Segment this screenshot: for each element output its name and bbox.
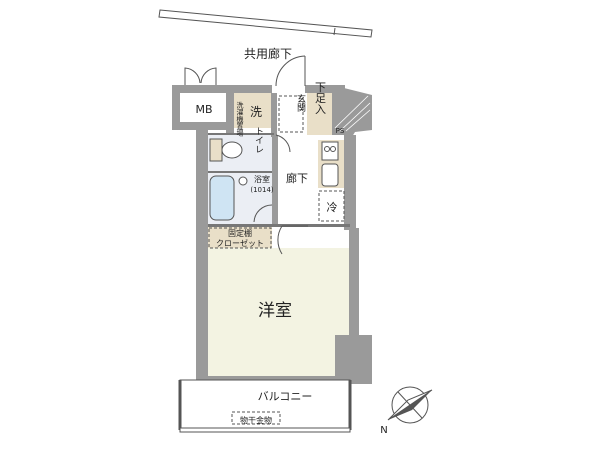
washer-space-label: 洗濯機置場 bbox=[236, 101, 244, 138]
shoe-box-floor bbox=[307, 93, 332, 135]
shoe-box-label: 下足入 bbox=[314, 82, 327, 115]
laundry-hardware-label: 物干金物 bbox=[240, 415, 272, 425]
toilet-door bbox=[275, 134, 291, 153]
fridge-space bbox=[318, 190, 345, 222]
mb-doors bbox=[184, 67, 217, 85]
hallway-label: 廊下 bbox=[286, 171, 308, 185]
room-door bbox=[277, 225, 308, 255]
toilet-fixture bbox=[209, 138, 243, 162]
compass-icon bbox=[387, 386, 433, 424]
wash-label: 洗 bbox=[250, 105, 262, 119]
wall-hatch bbox=[334, 95, 371, 132]
western-room-floor bbox=[207, 248, 350, 378]
shared-corridor-edge bbox=[158, 9, 373, 38]
bath-label: 浴室 bbox=[254, 174, 270, 184]
toilet-label: トイレ bbox=[253, 127, 264, 154]
mb-label: MB bbox=[195, 103, 212, 116]
closet-label-1: 固定棚 bbox=[228, 228, 252, 238]
washer-floor bbox=[233, 93, 271, 128]
kitchen-fixtures bbox=[321, 141, 339, 187]
closet-area bbox=[208, 227, 272, 249]
entrance-label: 玄関 bbox=[295, 93, 306, 113]
entrance-door bbox=[275, 55, 306, 87]
entrance-area bbox=[278, 95, 304, 133]
balcony-area bbox=[178, 379, 352, 433]
closet-label-2: クローゼット bbox=[216, 238, 264, 248]
compass-north-letter: N bbox=[380, 425, 387, 436]
balcony-label: バルコニー bbox=[258, 390, 313, 403]
bath-size-label: (1014) bbox=[250, 186, 274, 194]
ps-label: PS bbox=[336, 127, 345, 135]
shared-corridor-label: 共用廊下 bbox=[244, 46, 292, 61]
fridge-label: 冷 bbox=[327, 201, 338, 214]
bathtub-fixture bbox=[209, 175, 248, 221]
western-room-label: 洋室 bbox=[258, 301, 292, 321]
bath-door bbox=[253, 204, 273, 223]
closet-floor bbox=[208, 226, 272, 248]
